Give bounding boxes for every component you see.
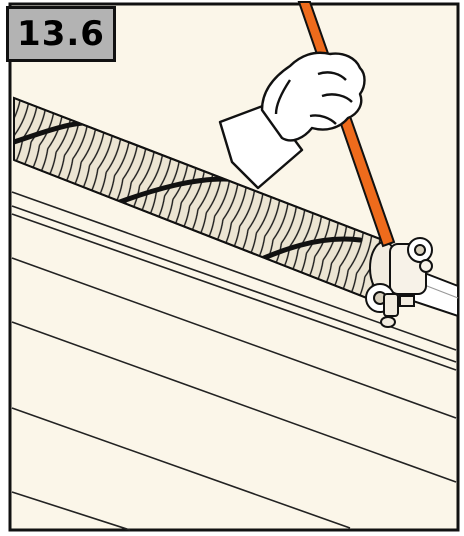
step-number-badge: 13.6 [6, 6, 116, 62]
